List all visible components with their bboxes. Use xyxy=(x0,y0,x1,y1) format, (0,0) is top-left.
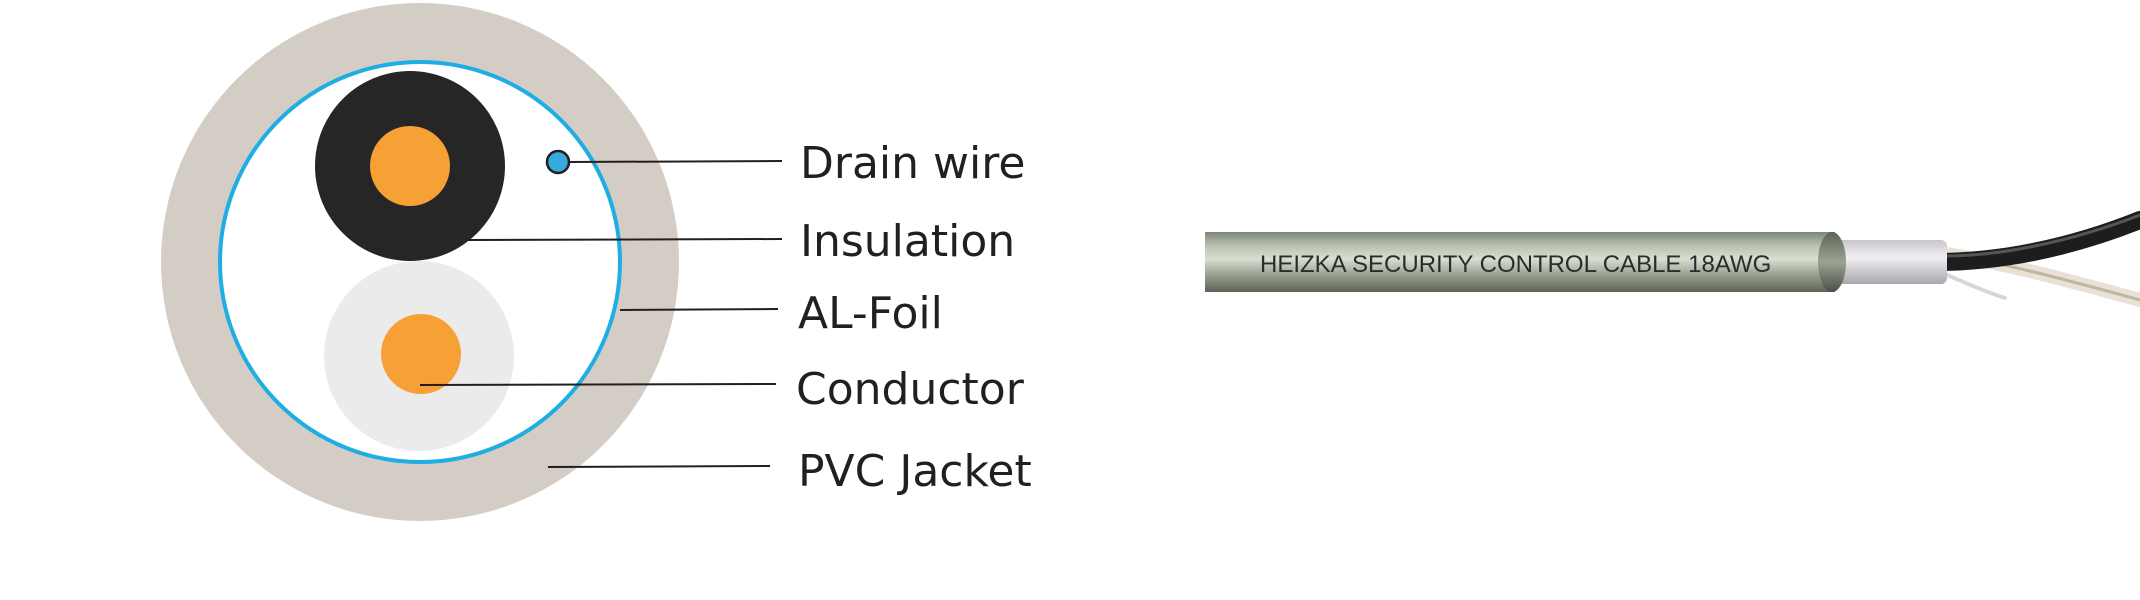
al-foil-layer xyxy=(218,60,622,464)
black-wire xyxy=(1926,211,2140,271)
leader-lines xyxy=(419,160,783,468)
label-drain-wire: Drain wire xyxy=(800,138,1025,189)
leader-drain-wire xyxy=(568,160,783,163)
cable-jacket-end xyxy=(1818,232,1846,292)
drain-wire-dot xyxy=(545,149,571,175)
cable-jacket xyxy=(1205,232,1835,292)
cable-print-text: HEIZKA SECURITY CONTROL CABLE 18AWG xyxy=(1260,251,1771,278)
leader-pvc-jacket xyxy=(547,465,771,468)
label-pvc-jacket: PVC Jacket xyxy=(798,446,1032,497)
label-conductor: Conductor xyxy=(796,364,1025,415)
label-al-foil: AL-Foil xyxy=(798,288,943,339)
layer-labels: Drain wire Insulation AL-Foil Conductor … xyxy=(796,138,1032,497)
leader-insulation xyxy=(467,238,783,241)
cable-side-view: HEIZKA SECURITY CONTROL CABLE 18AWG xyxy=(1205,211,2140,307)
black-wire-shine xyxy=(1944,213,2140,258)
leader-conductor xyxy=(419,383,777,386)
conductor-core-2 xyxy=(381,314,461,394)
foil-wrap xyxy=(1825,240,1947,284)
label-insulation: Insulation xyxy=(800,216,1015,267)
leader-al-foil xyxy=(619,308,779,311)
conductor-core-1 xyxy=(370,126,450,206)
cable-cross-section xyxy=(161,3,679,521)
